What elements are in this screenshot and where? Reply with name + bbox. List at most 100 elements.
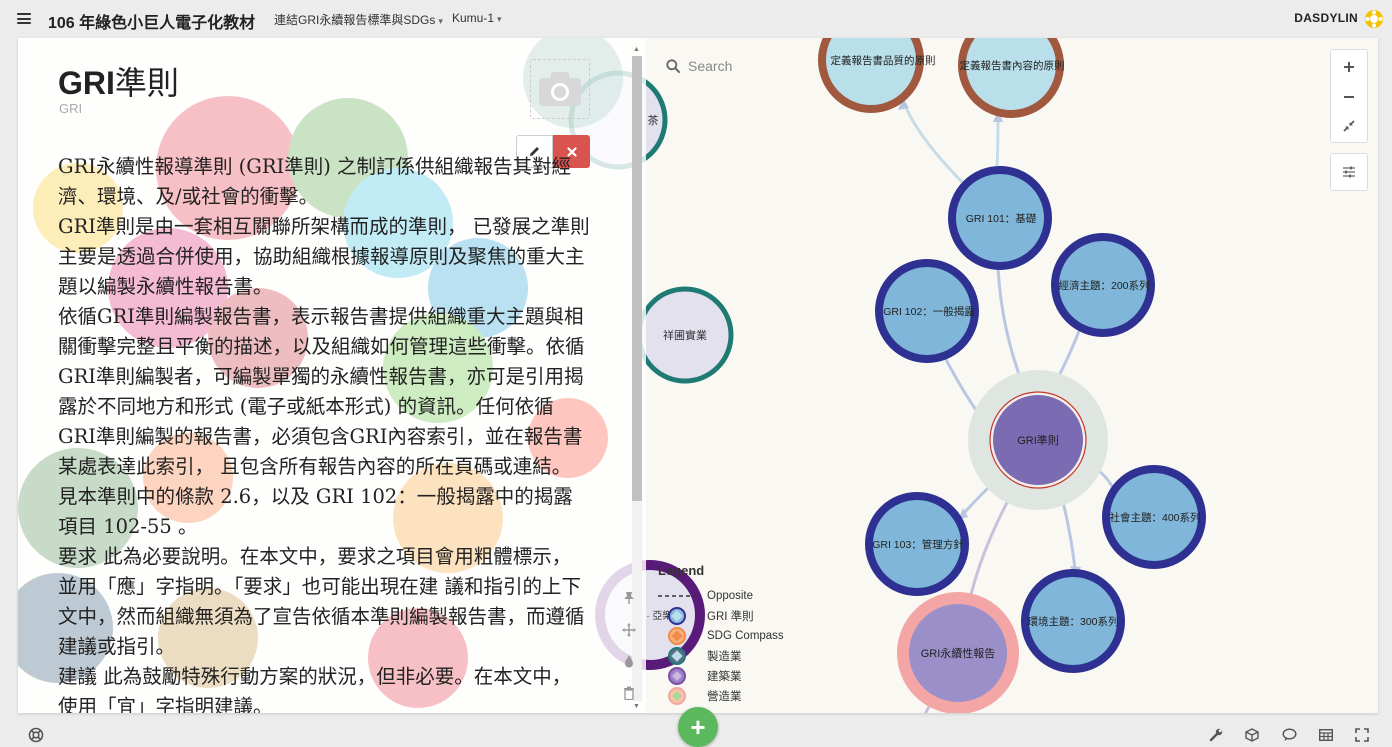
detail-description: GRI永續性報導準則 (GRI準則) 之制訂係供組織報告其對經濟、環境、及/或社… <box>58 152 590 713</box>
node-gri-101[interactable]: GRI 101：基礎 <box>948 166 1052 270</box>
user-name[interactable]: DASDYLIN <box>1294 11 1358 25</box>
node-partner-b-label: 祥圃實業 <box>663 328 707 342</box>
legend-label: SDG Compass <box>707 630 784 642</box>
edit-button[interactable] <box>516 135 553 168</box>
legend-label: 營造業 <box>707 691 742 703</box>
plus-icon <box>1344 62 1354 72</box>
add-image-placeholder[interactable] <box>530 59 590 119</box>
delete-button[interactable] <box>553 135 590 168</box>
node-quality-circle <box>818 38 924 113</box>
comment-icon[interactable] <box>1281 727 1297 743</box>
node-gri-report-circle <box>897 592 1019 713</box>
breadcrumb-view-selector[interactable]: Kumu-1▾ <box>452 11 502 25</box>
node-gri-200-label: 經濟主題：200系列 <box>1058 279 1149 292</box>
detail-subtitle: GRI <box>59 101 83 116</box>
legend-title: Legend <box>658 563 705 578</box>
node-quality-principles[interactable]: 定義報告書品質的原則 <box>818 38 936 113</box>
breadcrumb-map-label: 連結GRI永續報告標準與SDGs <box>274 13 436 27</box>
legend-dot-icon <box>658 686 696 706</box>
add-element-label: + <box>690 711 706 742</box>
settings-sliders-button[interactable] <box>1330 153 1368 191</box>
scroll-up-arrow[interactable]: ▲ <box>633 46 640 53</box>
legend-item-sdg-compass: SDG Compass <box>658 626 798 646</box>
chevron-down-icon: ▾ <box>497 14 502 24</box>
scroll-down-arrow[interactable]: ▼ <box>633 703 640 710</box>
description-paragraph: 要求 此為必要說明。在本文中，要求之項目會用粗體標示，並用「應」字指明。「要求」… <box>58 545 585 658</box>
breadcrumb-view-label: Kumu-1 <box>452 11 495 25</box>
node-quality-label: 定義報告書品質的原則 <box>831 54 936 67</box>
detail-title-bold: GRI <box>58 65 115 101</box>
description-paragraph: 依循GRI準則編製報告書，表示報告書提供組織重大主題與相關衝擊完整且平衡的描述，… <box>58 305 585 538</box>
wrench-icon[interactable] <box>1208 727 1224 743</box>
node-partner-a-label: 茶 <box>648 114 659 127</box>
arrowhead <box>898 98 909 110</box>
node-gri-102-circle <box>875 259 979 363</box>
node-gri-400-label: 社會主題：400系列 <box>1109 511 1200 524</box>
zoom-out-button[interactable] <box>1331 82 1367 112</box>
legend-label: 建築業 <box>707 671 742 683</box>
move-icon[interactable] <box>621 622 637 638</box>
map-legend: Legend Opposite GRI 準則 SDG Compass 製造業 <box>658 563 798 706</box>
legend-dot-icon <box>658 666 696 686</box>
search-icon <box>666 59 680 73</box>
node-gri-report[interactable]: GRI永續性報告 <box>897 592 1019 713</box>
search-input[interactable]: Search <box>688 58 733 74</box>
legend-item-building: 營造業 <box>658 686 798 706</box>
breadcrumb-map-selector[interactable]: 連結GRI永續報告標準與SDGs▾ <box>274 11 443 28</box>
top-bar: 106 年綠色小巨人電子化教材 連結GRI永續報告標準與SDGs▾ Kumu-1… <box>0 0 1392 38</box>
project-title[interactable]: 106 年綠色小巨人電子化教材 <box>48 15 256 32</box>
node-gri-300-circle <box>1021 569 1125 673</box>
close-icon <box>566 146 577 157</box>
legend-label: GRI 準則 <box>707 611 754 623</box>
table-icon[interactable] <box>1318 727 1334 743</box>
zoom-controls <box>1330 49 1368 143</box>
trash-icon[interactable] <box>621 685 637 701</box>
node-gri-103[interactable]: GRI 103：管理方針 <box>865 492 969 596</box>
description-paragraph: GRI永續性報導準則 (GRI準則) 之制訂係供組織報告其對經濟、環境、及/或社… <box>58 155 572 208</box>
pin-icon[interactable] <box>621 590 637 606</box>
legend-dot-icon <box>658 606 696 626</box>
chevron-down-icon: ▾ <box>438 16 443 26</box>
node-gri-200[interactable]: 經濟主題：200系列 <box>1051 233 1155 337</box>
expand-icon[interactable] <box>1354 727 1370 743</box>
node-gri-101-circle <box>948 166 1052 270</box>
description-paragraph: GRI準則是由一套相互關聯所架構而成的準則， 已發展之準則主要是透過合併使用，協… <box>58 215 590 298</box>
add-element-button[interactable]: + <box>678 707 718 747</box>
legend-item-manufacturing: 製造業 <box>658 646 798 666</box>
connection-g101-quality <box>901 98 970 190</box>
sdg-background-image <box>18 38 623 708</box>
node-gri-standards-label: GRI準則 <box>1017 433 1059 447</box>
node-gri-report-label: GRI永續性報告 <box>921 646 996 660</box>
detail-scrollbar[interactable]: ▲ ▼ <box>630 46 644 710</box>
color-drop-icon[interactable] <box>621 653 637 669</box>
node-gri-102[interactable]: GRI 102：一般揭露 <box>875 259 979 363</box>
hamburger-icon[interactable] <box>17 13 31 24</box>
legend-label: 製造業 <box>707 651 742 663</box>
sliders-icon <box>1343 166 1355 178</box>
node-gri-103-circle <box>865 492 969 596</box>
description-paragraph: 建議 此為鼓勵特殊行動方案的狀況，但非必要。在本文中，使用「宜」字指明建議。 <box>58 665 572 713</box>
detail-title: GRI準則 <box>58 58 179 104</box>
help-lifebuoy-icon[interactable] <box>28 727 44 743</box>
zoom-in-button[interactable] <box>1331 52 1367 82</box>
node-partner-b[interactable]: 祥圃實業 <box>636 286 734 384</box>
node-gri-standards[interactable]: GRI準則 <box>968 370 1108 510</box>
node-gri-standards-circle <box>993 395 1083 485</box>
user-avatar-icon[interactable] <box>1364 9 1384 29</box>
node-gri-400-circle <box>1102 465 1206 569</box>
node-gri-400[interactable]: 社會主題：400系列 <box>1102 465 1206 569</box>
node-gri-300[interactable]: 環境主題：300系列 <box>1021 569 1125 673</box>
cube-icon[interactable] <box>1244 727 1260 743</box>
legend-dot-icon <box>658 626 696 646</box>
element-detail-panel: GRI準則 GRI GRI永續性報導準則 (GRI準則) 之制訂係供組織報告其對… <box>18 38 646 713</box>
node-content-label: 定義報告書內容的原則 <box>960 59 1065 72</box>
map-search[interactable]: Search <box>666 56 826 76</box>
node-gri-200-circle <box>1051 233 1155 337</box>
legend-item-gri: GRI 準則 <box>658 606 798 626</box>
node-gri-103-label: GRI 103：管理方針 <box>872 538 964 551</box>
fit-to-screen-button[interactable] <box>1331 111 1367 141</box>
scroll-thumb[interactable] <box>632 56 642 501</box>
node-content-principles[interactable]: 定義報告書內容的原則 <box>958 38 1065 118</box>
pencil-icon <box>530 147 539 156</box>
